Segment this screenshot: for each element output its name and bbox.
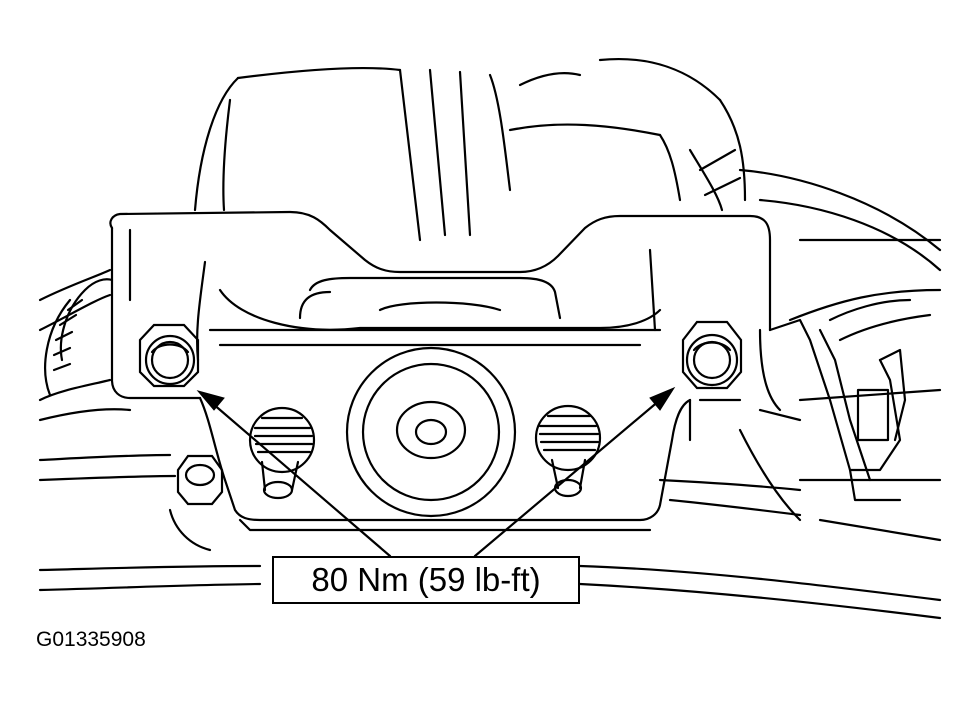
leader-lines (196, 386, 676, 558)
leader-line-right (473, 398, 662, 558)
frame-rail-right (738, 168, 942, 542)
bolt-lower-left (168, 454, 224, 552)
leader-line-left (210, 401, 392, 558)
figure-code: G01335908 (36, 628, 146, 651)
mount-bracket (109, 210, 782, 412)
arrowhead-left (196, 390, 225, 411)
isolator (345, 346, 517, 518)
bolt-right (681, 320, 743, 390)
stud-left (248, 406, 316, 500)
frame-lower (38, 453, 942, 620)
stud-right (534, 404, 602, 498)
arrowhead-right (649, 386, 676, 411)
torque-callout: 80 Nm (59 lb-ft) (272, 556, 580, 604)
wiring-harness-left (38, 268, 132, 422)
torque-label: 80 Nm (59 lb-ft) (311, 561, 541, 598)
mount-plate-lower (198, 396, 692, 532)
bolt-left (138, 323, 200, 388)
transmission-housing (193, 58, 747, 242)
